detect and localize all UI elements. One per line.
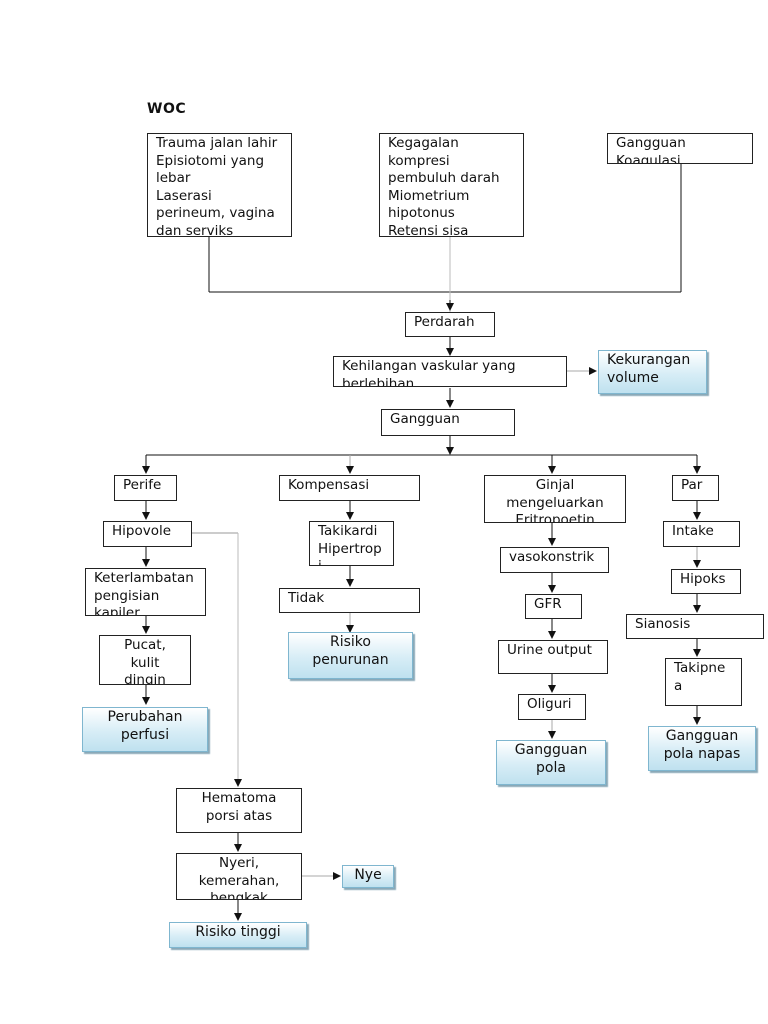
node-intake: Intake bbox=[663, 521, 740, 547]
outcome-gangguan-pola: Gangguan pola bbox=[496, 740, 606, 785]
node-hipovole: Hipovole bbox=[103, 521, 192, 547]
node-kehilangan: Kehilangan vaskular yang berlebihan bbox=[333, 356, 567, 387]
node-perdarah: Perdarah bbox=[405, 312, 495, 337]
node-hematoma: Hematoma porsi atas bbox=[176, 788, 302, 833]
node-tidak: Tidak bbox=[279, 588, 420, 613]
outcome-gangguan-pola-napas: Gangguan pola napas bbox=[648, 726, 756, 771]
node-kegagalan: Kegagalan kompresi pembuluh darah Miomet… bbox=[379, 133, 524, 237]
outcome-perubahan-perfusi: Perubahan perfusi bbox=[82, 707, 208, 752]
node-gfr: GFR bbox=[525, 594, 582, 619]
node-hipoks: Hipoks bbox=[671, 569, 741, 594]
node-kompensasi: Kompensasi bbox=[279, 475, 420, 501]
outcome-risiko-penurunan: Risiko penurunan bbox=[288, 632, 413, 679]
node-pucat: Pucat, kulit dingin bbox=[99, 635, 191, 685]
node-vasokonstrik: vasokonstrik bbox=[500, 547, 609, 573]
node-nyeri: Nyeri, kemerahan, bengkak bbox=[176, 853, 302, 900]
node-urine-output: Urine output bbox=[498, 640, 608, 674]
node-gangguan: Gangguan bbox=[381, 409, 515, 436]
node-koagulasi: Gangguan Koagulasi bbox=[607, 133, 753, 164]
node-ginjal: Ginjal mengeluarkan Eritropoetin bbox=[484, 475, 626, 523]
node-par: Par bbox=[672, 475, 719, 501]
outcome-risiko-tinggi: Risiko tinggi bbox=[169, 922, 307, 948]
node-takipnea: Takipne a bbox=[665, 658, 742, 706]
outcome-nye: Nye bbox=[342, 865, 394, 888]
page-title: WOC bbox=[147, 101, 187, 117]
node-keterlambatan: Keterlambatan pengisian kapiler bbox=[85, 568, 206, 616]
outcome-kekurangan-volume: Kekurangan volume bbox=[598, 350, 707, 394]
node-sianosis: Sianosis bbox=[626, 614, 764, 639]
node-perife: Perife bbox=[114, 475, 177, 501]
node-takikardi: Takikardi Hipertrop i bbox=[309, 521, 394, 566]
node-trauma: Trauma jalan lahir Episiotomi yang lebar… bbox=[147, 133, 292, 237]
node-oliguri: Oliguri bbox=[518, 694, 586, 720]
